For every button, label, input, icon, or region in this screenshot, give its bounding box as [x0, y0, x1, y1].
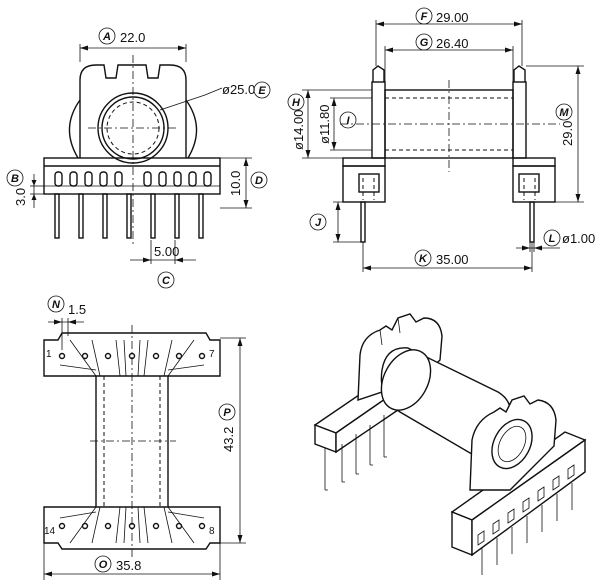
svg-text:P: P [223, 407, 231, 419]
side-right-flange [512, 81, 527, 159]
dim-I-value: ø11.80 [317, 104, 332, 144]
label-P: P [218, 403, 236, 421]
dim-G-value: 26.40 [436, 36, 469, 51]
dim-A-value: 22.0 [120, 30, 145, 45]
label-B: B [6, 169, 24, 187]
dim-K-value: 35.00 [436, 252, 469, 267]
svg-text:H: H [292, 97, 301, 109]
side-left-pin [360, 201, 366, 243]
label-G: G [415, 33, 433, 51]
bottom-bottom-pins [58, 506, 206, 544]
label-F: F [415, 7, 433, 25]
svg-text:G: G [420, 37, 429, 49]
bottom-view: 1 7 14 8 N 1.5 P 43.2 O [43, 295, 246, 580]
bottom-top-pins [58, 339, 206, 377]
dim-D-value: 10.0 [228, 171, 243, 196]
label-C: C [157, 271, 175, 289]
dim-C-value: 5.00 [154, 244, 179, 259]
label-N: N [47, 295, 65, 313]
front-flange-outline [79, 64, 187, 158]
dim-H-value: ø14.00 [291, 110, 306, 150]
front-pins [54, 193, 204, 239]
label-L: L [543, 229, 561, 247]
isometric-view [313, 313, 587, 575]
svg-text:K: K [419, 253, 428, 265]
dim-L-value: ø1.00 [562, 231, 595, 246]
pin-label-top-right: 7 [209, 349, 215, 360]
dim-E-value: ø25.0 [222, 82, 255, 97]
label-J: J [309, 213, 327, 231]
side-right-base [512, 157, 556, 167]
label-M: M [555, 103, 573, 121]
dim-N-value: 1.5 [68, 302, 86, 317]
bottom-top-block [43, 332, 221, 377]
svg-text:J: J [315, 217, 322, 229]
dim-O-value: 35.8 [116, 558, 141, 573]
svg-text:C: C [162, 275, 171, 287]
svg-text:A: A [102, 31, 111, 43]
svg-text:I: I [346, 115, 350, 127]
svg-text:D: D [255, 175, 263, 187]
dim-B-value: 3.0 [13, 188, 28, 206]
label-E: E [253, 81, 271, 99]
front-base [43, 157, 221, 195]
svg-text:L: L [549, 233, 556, 245]
front-base-slots [54, 171, 212, 187]
pin-label-bottom-right: 8 [209, 526, 215, 537]
side-view: F 29.00 G 26.40 H ø14.00 ø11.80 [287, 7, 595, 272]
label-H: H [287, 93, 305, 111]
svg-text:F: F [421, 11, 428, 23]
side-right-pin [529, 201, 535, 243]
svg-text:B: B [11, 173, 19, 185]
front-flange-shoulders [68, 99, 198, 159]
front-view: A 22.0 E ø25.0 B 3.0 10.0 D [6, 27, 271, 289]
svg-text:N: N [52, 299, 61, 311]
pin-label-bottom-left: 14 [44, 526, 56, 537]
bottom-bottom-block [43, 506, 221, 550]
svg-text:M: M [559, 107, 569, 119]
label-K: K [414, 249, 432, 267]
label-D: D [250, 171, 268, 189]
dim-F-value: 29.00 [436, 10, 469, 25]
side-left-base [342, 157, 386, 167]
svg-text:O: O [99, 559, 108, 571]
side-left-flange [371, 81, 386, 159]
label-I: I [339, 111, 357, 129]
dim-M-value: 29.0 [560, 121, 575, 146]
pin-label-top-left: 1 [46, 349, 52, 360]
dim-P-value: 43.2 [221, 427, 236, 452]
label-A: A [98, 27, 116, 45]
svg-text:E: E [258, 85, 266, 97]
label-O: O [94, 555, 112, 573]
